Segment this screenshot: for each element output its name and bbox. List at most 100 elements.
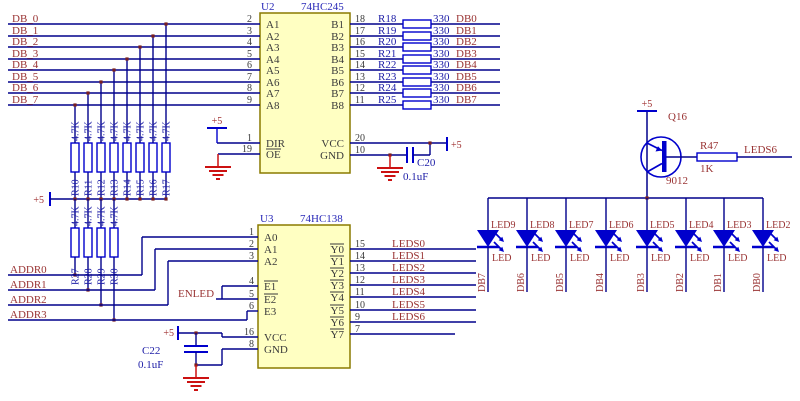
pin-number: 18 <box>355 14 365 25</box>
pin-number: 14 <box>355 60 365 71</box>
resistor-ref: R47 <box>700 140 719 152</box>
net-label: DB_2 <box>12 36 38 48</box>
led-part: LED <box>767 253 786 264</box>
junction-dot <box>86 91 90 95</box>
net-label: DB3 <box>456 48 477 60</box>
resistor-body <box>96 142 106 173</box>
resistor-ref: R11 <box>84 180 95 196</box>
power-label: +5 <box>163 328 174 339</box>
net-label: LEDS6 <box>744 144 778 156</box>
junction-dot <box>73 103 77 107</box>
resistor-ref: R20 <box>378 36 397 48</box>
net-label: DB5 <box>555 273 566 292</box>
resistor-body <box>402 42 432 52</box>
resistor-ref: R27 <box>71 268 82 285</box>
led-arrow-head <box>734 246 740 252</box>
led-arrow <box>493 231 502 240</box>
pin-name: B1 <box>331 19 344 31</box>
u2-chip-body <box>259 12 351 174</box>
resistor-body <box>109 227 119 258</box>
pin-number: 16 <box>244 327 254 338</box>
led-ref: LED6 <box>609 220 633 231</box>
capacitor-ref: C22 <box>142 345 160 357</box>
resistor-ref: R23 <box>378 71 397 83</box>
resistor-value: 330 <box>433 36 450 48</box>
resistor-ref: R21 <box>378 48 396 60</box>
resistor-body <box>83 227 93 258</box>
net-label: DB_5 <box>12 71 39 83</box>
net-label: LEDS4 <box>392 286 426 298</box>
led-ref: LED7 <box>569 220 593 231</box>
led-ref: LED5 <box>650 220 674 231</box>
pin-name: Y2 <box>331 268 344 280</box>
resistor-ref: R29 <box>97 268 108 285</box>
resistor-ref: R14 <box>123 179 134 196</box>
resistor-value: 4.7K <box>84 121 95 142</box>
resistor-value: 4.7K <box>97 121 108 142</box>
pin-name: E3 <box>264 306 277 318</box>
resistor-ref: R17 <box>162 179 173 196</box>
transistor-arrow <box>655 146 662 152</box>
pin-number: 5 <box>249 289 254 300</box>
resistor-ref: R28 <box>84 268 95 285</box>
u3-ref: U3 <box>260 213 274 225</box>
resistor-body <box>96 227 106 258</box>
net-label: DB0 <box>456 13 477 25</box>
pin-number: 1 <box>247 133 252 144</box>
resistor-ref: R12 <box>97 179 108 196</box>
resistor-value: 4.7K <box>71 121 82 142</box>
resistor-value: 1K <box>700 163 714 175</box>
pin-number: 20 <box>355 133 365 144</box>
net-label: LEDS1 <box>392 250 425 262</box>
pin-name: A8 <box>266 100 280 112</box>
net-label: DB7 <box>477 273 488 292</box>
led-icon <box>555 230 577 247</box>
net-label: DB0 <box>752 273 763 292</box>
pin-name: A6 <box>266 77 280 89</box>
led-arrow <box>571 231 580 240</box>
pin-number: 11 <box>355 95 365 106</box>
transistor-base-bar <box>662 141 667 172</box>
led-arrow-head <box>696 246 702 252</box>
led-part: LED <box>570 253 589 264</box>
u2-part: 74HC245 <box>301 1 344 13</box>
resistor-ref: R30 <box>110 268 121 285</box>
resistor-value: 330 <box>433 25 450 37</box>
pin-name: A5 <box>266 65 280 77</box>
pin-number: 15 <box>355 49 365 60</box>
resistor-body <box>402 65 432 75</box>
resistor-value: 330 <box>433 82 450 94</box>
junction-dot <box>428 141 432 145</box>
pin-name: A1 <box>266 19 279 31</box>
resistor-body <box>83 142 93 173</box>
led-arrow <box>768 241 777 250</box>
pin-name: E2 <box>264 294 276 306</box>
net-label: DB_7 <box>12 94 39 106</box>
led-arrow <box>652 231 661 240</box>
pin-number: 13 <box>355 263 365 274</box>
led-arrow-head <box>616 246 622 252</box>
led-arrow-head <box>696 236 702 242</box>
led-icon <box>636 230 658 247</box>
pin-name: Y3 <box>331 280 345 292</box>
resistor-body <box>696 152 738 162</box>
pin-name: OE <box>266 149 281 161</box>
pin-name: VCC <box>321 138 344 150</box>
led-icon <box>516 230 538 247</box>
led-arrow <box>571 241 580 250</box>
net-label: ADDR2 <box>10 294 47 306</box>
led-icon <box>713 230 735 247</box>
pin-name: A2 <box>264 256 277 268</box>
pin-name: Y1 <box>331 256 344 268</box>
resistor-body <box>122 142 132 173</box>
net-label: LEDS3 <box>392 274 426 286</box>
pin-number: 7 <box>355 324 360 335</box>
resistor-value: 4.7K <box>110 121 121 142</box>
resistor-ref: R16 <box>149 179 160 196</box>
capacitor-value: 0.1uF <box>138 359 163 371</box>
net-label: LEDS2 <box>392 262 425 274</box>
pin-number: 1 <box>249 227 254 238</box>
resistor-body <box>148 142 158 173</box>
net-label: LEDS6 <box>392 311 426 323</box>
transistor-collector <box>646 162 663 173</box>
